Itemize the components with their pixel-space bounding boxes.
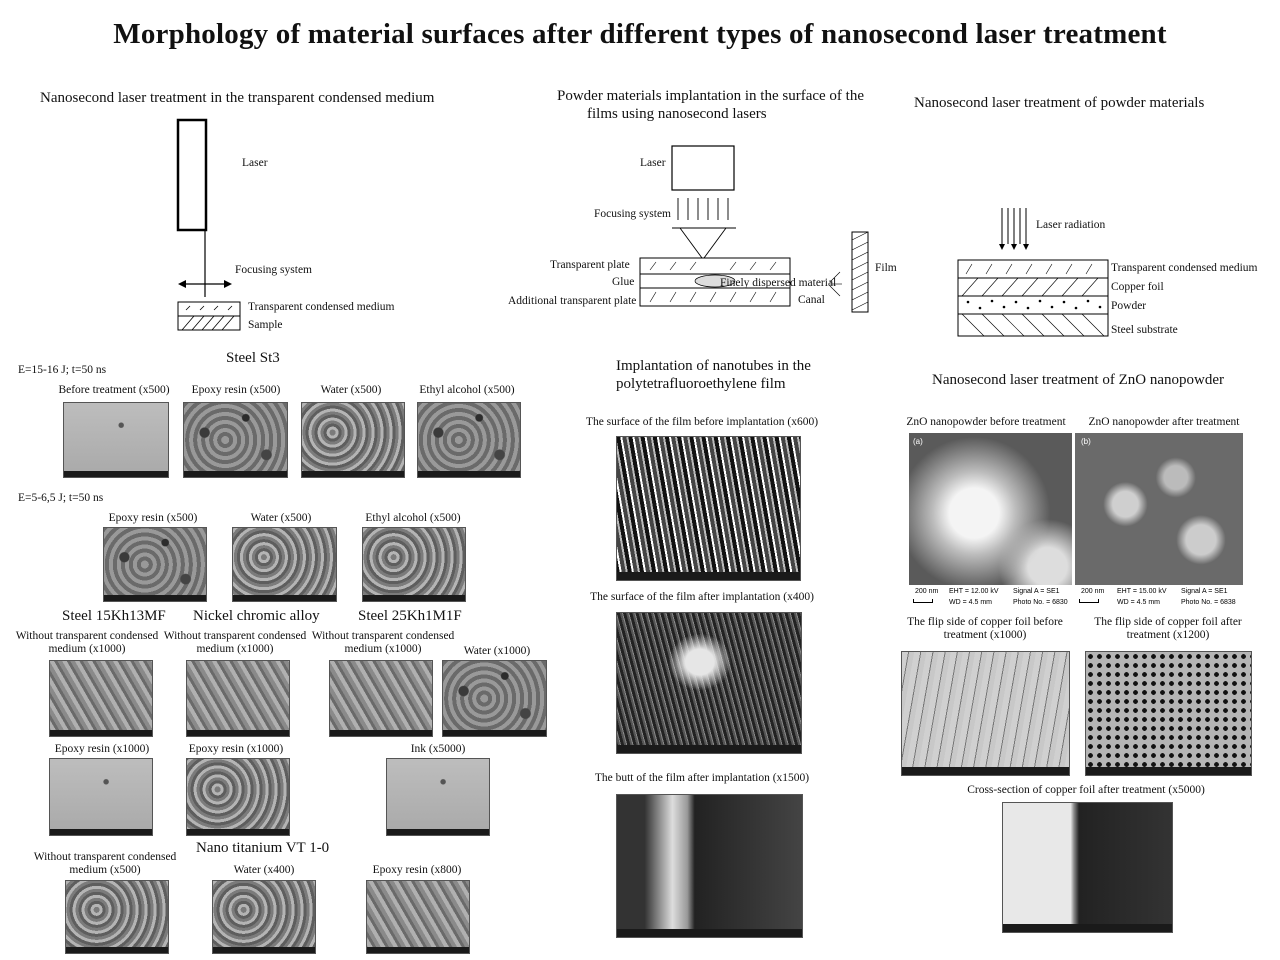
nanotubes-caption-1: The surface of the film before implantat… [585,416,819,428]
alloy-heading-1: Steel 15Kh13MF [62,608,166,624]
copper-caption-3: Cross-section of copper foil after treat… [967,784,1205,796]
sem-image [366,880,470,954]
st3-caption: Before treatment (x500) [58,384,170,396]
zno-before-caption: ZnO nanopowder before treatment [906,416,1066,428]
diagram2-canal-label: Canal [798,294,825,306]
st3-condition-2: E=5-6,5 J; t=50 ns [18,492,104,504]
titanium-caption: Without transparent condensed medium (x5… [33,851,177,876]
sem-image [386,758,490,836]
diagram2-heading-2: films using nanosecond lasers [587,106,767,122]
st3-caption: Epoxy resin (x500) [108,512,198,524]
sem-image [616,794,803,938]
st3-condition-1: E=15-16 J; t=50 ns [18,364,107,376]
sem-image [63,402,169,478]
diagram2-glue-label: Glue [612,276,635,288]
sem-image [901,651,1070,776]
diagram2-focusing-label: Focusing system [594,208,671,220]
sem-image [301,402,405,478]
zno-a-signal: Signal A = SE1 [1013,588,1060,595]
copper-caption-2b: treatment (x1200) [1126,629,1210,641]
diagram2-dispersed-label: Finely dispersed material [720,277,837,289]
st3-caption: Ethyl alcohol (x500) [365,512,461,524]
alloy-caption: Without transparent condensed medium (x1… [163,630,307,655]
diagram3-radiation-label: Laser radiation [1036,219,1106,231]
diagram1-focusing-label: Focusing system [235,264,312,276]
diagram1-medium-label: Transparent condensed medium [248,301,395,313]
sem-image [232,527,337,602]
st3-heading: Steel St3 [226,350,280,366]
zno-a-scale: 200 nm [915,588,939,595]
copper-caption-2a: The flip side of copper foil after [1094,616,1242,628]
diagram3-copper-label: Copper foil [1111,281,1164,293]
zno-panel-a-label: (a) [913,437,923,446]
nanotubes-heading-1: Implantation of nanotubes in the [616,358,811,374]
diagram1-heading: Nanosecond laser treatment in the transp… [40,90,435,106]
diagram3-medium-label: Transparent condensed medium [1111,262,1258,274]
st3-caption: Water (x500) [320,384,382,396]
sem-image [186,660,290,737]
alloy-caption: Without transparent condensed medium (x1… [15,630,159,655]
st3-caption: Epoxy resin (x500) [191,384,281,396]
diagram3-heading: Nanosecond laser treatment of powder mat… [914,95,1205,111]
zno-a-wd: WD = 4.5 mm [949,599,992,606]
diagram2-illustration [639,145,869,313]
nanotubes-heading-2: polytetrafluoroethylene film [616,376,786,392]
sem-image-zno-b: (b) 200 nm EHT = 15.00 kV WD = 4.5 mm Si… [1075,433,1243,611]
zno-b-photo: Photo No. = 6838 [1181,599,1236,606]
sem-image [1002,802,1173,933]
nanotubes-caption-2: The surface of the film after implantati… [590,591,814,603]
sem-image [362,527,466,602]
sem-image [49,660,153,737]
alloy-caption: Epoxy resin (x1000) [54,743,150,755]
diagram1-sample-label: Sample [248,319,283,331]
copper-caption-1a: The flip side of copper foil before [907,616,1063,628]
zno-a-eht: EHT = 12.00 kV [949,588,999,595]
titanium-caption: Epoxy resin (x800) [372,864,462,876]
page-title: Morphology of material surfaces after di… [113,18,1167,50]
alloy-heading-2: Nickel chromic alloy [193,608,320,624]
sem-image [186,758,290,836]
alloy-caption: Epoxy resin (x1000) [188,743,284,755]
zno-b-scale: 200 nm [1081,588,1105,595]
nanotubes-caption-3: The butt of the film after implantation … [594,772,810,784]
diagram2-film-label: Film [875,262,897,274]
sem-image [616,612,802,754]
sem-image [212,880,316,954]
zno-a-photo: Photo No. = 6830 [1013,599,1068,606]
st3-caption: Ethyl alcohol (x500) [419,384,515,396]
titanium-caption: Water (x400) [233,864,295,876]
sem-image [1085,651,1252,776]
sem-image [417,402,521,478]
diagram1-laser-label: Laser [242,157,268,169]
zno-heading: Nanosecond laser treatment of ZnO nanopo… [932,372,1224,388]
titanium-heading: Nano titanium VT 1-0 [196,840,330,856]
sem-image [65,880,169,954]
zno-b-signal: Signal A = SE1 [1181,588,1228,595]
diagram3-powder-label: Powder [1111,300,1147,312]
sem-image [103,527,207,602]
zno-b-eht: EHT = 15.00 kV [1117,588,1167,595]
alloy-caption: Without transparent condensed medium (x1… [311,630,455,655]
diagram2-heading-1: Powder materials implantation in the sur… [557,88,864,104]
sem-image-zno-a: (a) 200 nm EHT = 12.00 kV WD = 4.5 mm Si… [909,433,1072,611]
diagram3-illustration [957,208,1109,337]
zno-b-wd: WD = 4.5 mm [1117,599,1160,606]
zno-panel-b-label: (b) [1081,437,1091,446]
sem-image [442,660,547,737]
alloy-heading-3: Steel 25Kh1M1F [358,608,462,624]
sem-image [329,660,433,737]
sem-image [183,402,288,478]
diagram2-additional-plate-label: Additional transparent plate [508,295,637,307]
alloy-caption: Water (x1000) [463,645,531,657]
zno-after-caption: ZnO nanopowder after treatment [1088,416,1240,428]
diagram1-illustration [176,118,241,331]
sem-image [616,436,801,581]
diagram3-steel-label: Steel substrate [1111,324,1178,336]
st3-caption: Water (x500) [250,512,312,524]
sem-image [49,758,153,836]
diagram2-laser-label: Laser [640,157,666,169]
diagram2-transparent-plate-label: Transparent plate [550,259,630,271]
copper-caption-1b: treatment (x1000) [943,629,1027,641]
alloy-caption: Ink (x5000) [410,743,466,755]
